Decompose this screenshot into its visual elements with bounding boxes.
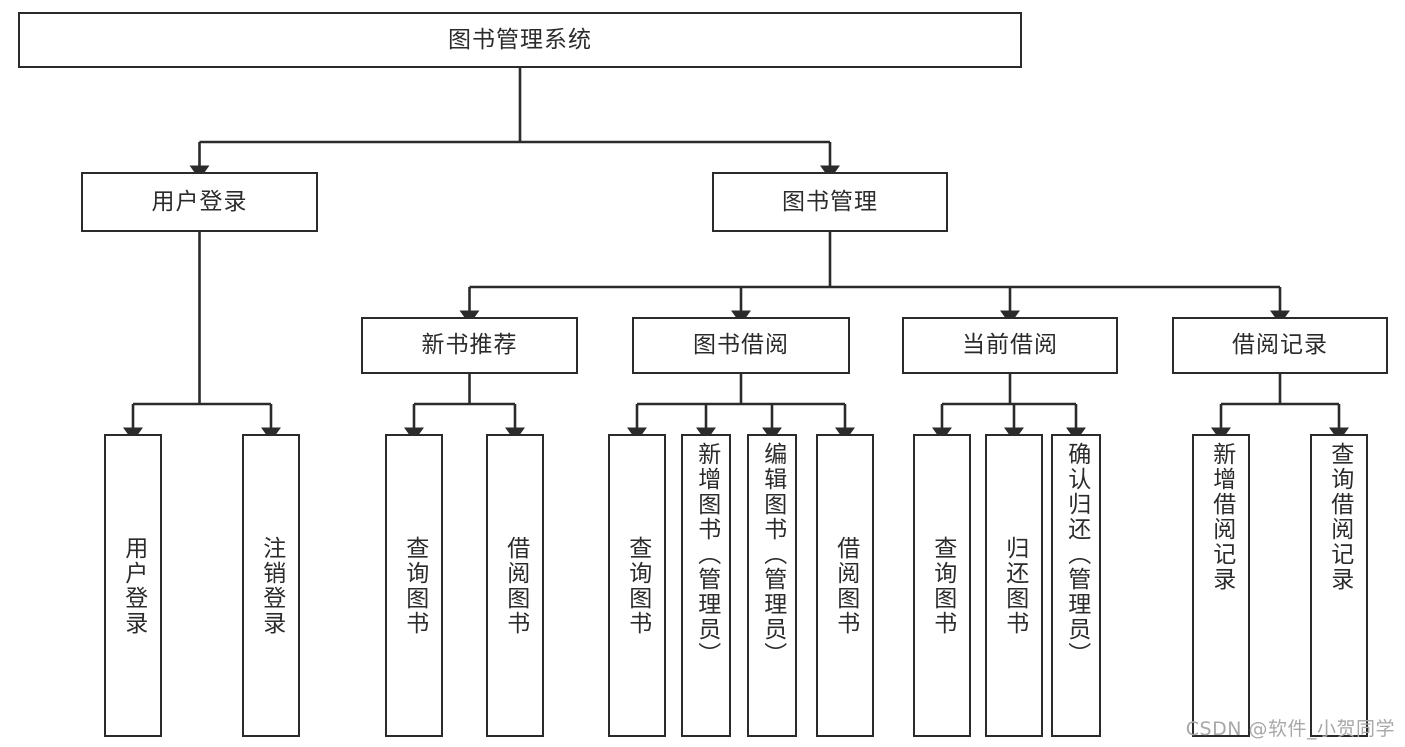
node-borrow-record[interactable]: 借阅记录 [1172,317,1388,374]
node-leaf-cur-confirm[interactable]: 确认归还（管理员） [1051,434,1101,737]
node-label-leaf-cur-confirm: 确认归还（管理员） [1063,442,1090,667]
node-label-book-borrow: 图书借阅 [693,332,789,358]
node-label-new-book-rec: 新书推荐 [421,332,518,358]
node-label-leaf-user-login: 用户登录 [120,535,147,636]
node-leaf-borrow-query[interactable]: 查询图书 [608,434,666,737]
node-book-manage[interactable]: 图书管理 [712,172,948,232]
node-label-book-manage: 图书管理 [782,188,878,215]
node-book-borrow[interactable]: 图书借阅 [632,317,850,374]
watermark-credit: CSDN @软件_小贺同学 [1185,718,1395,740]
node-label-user-login: 用户登录 [151,188,248,215]
node-leaf-book-edit[interactable]: 编辑图书（管理员） [747,434,797,737]
node-label-borrow-record: 借阅记录 [1232,332,1328,358]
node-label-leaf-book-edit: 编辑图书（管理员） [759,442,786,667]
node-leaf-user-login[interactable]: 用户登录 [104,434,162,737]
node-leaf-rec-query2[interactable]: 查询借阅记录 [1310,434,1368,737]
node-leaf-rec-borrow[interactable]: 借阅图书 [486,434,544,737]
node-label-leaf-rec-borrow: 借阅图书 [502,535,529,636]
node-label-leaf-cur-query: 查询图书 [929,535,956,636]
node-label-leaf-book-borrow: 借阅图书 [832,535,859,636]
node-label-root: 图书管理系统 [448,26,592,53]
node-label-leaf-rec-query2: 查询借阅记录 [1326,442,1353,592]
node-label-leaf-cur-return: 归还图书 [1001,535,1028,636]
node-new-book-rec[interactable]: 新书推荐 [361,317,578,374]
node-leaf-cur-return[interactable]: 归还图书 [985,434,1043,737]
node-leaf-cur-query[interactable]: 查询图书 [913,434,971,737]
node-root[interactable]: 图书管理系统 [18,12,1022,68]
node-leaf-book-add[interactable]: 新增图书（管理员） [681,434,731,737]
node-label-leaf-user-logout: 注销登录 [258,535,285,636]
node-leaf-book-borrow[interactable]: 借阅图书 [816,434,874,737]
node-current-borrow[interactable]: 当前借阅 [902,317,1118,374]
node-user-login[interactable]: 用户登录 [81,172,318,232]
node-label-current-borrow: 当前借阅 [962,332,1058,358]
node-label-leaf-book-add: 新增图书（管理员） [693,442,720,667]
node-leaf-rec-query[interactable]: 查询图书 [385,434,443,737]
node-leaf-rec-add[interactable]: 新增借阅记录 [1192,434,1250,737]
node-label-leaf-borrow-query: 查询图书 [624,535,651,636]
node-leaf-user-logout[interactable]: 注销登录 [242,434,300,737]
node-label-leaf-rec-add: 新增借阅记录 [1208,442,1235,592]
node-label-leaf-rec-query: 查询图书 [401,535,428,636]
